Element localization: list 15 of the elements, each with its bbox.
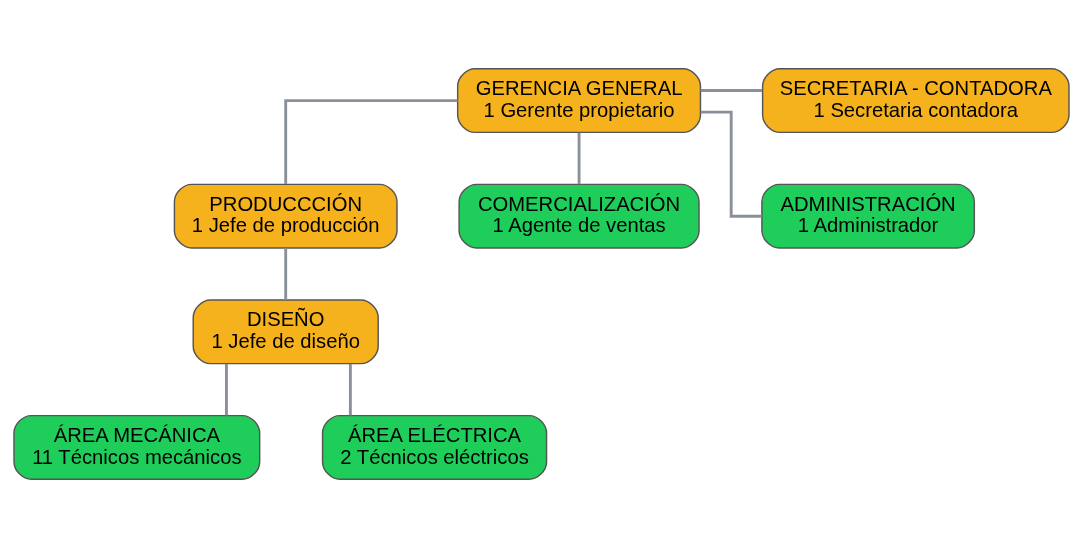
node-box: PRODUCCCIÓN 1 Jefe de producción [173,183,398,249]
connector [284,247,288,300]
node-box: ADMINISTRACIÓN 1 Administrador [761,183,976,249]
node-box: GERENCIA GENERAL 1 Gerente propietario [456,67,702,133]
node-box: DISEÑO 1 Jefe de diseño [192,298,379,364]
node-box: COMERCIALIZACIÓN 1 Agente de ventas [458,183,700,249]
connector [700,110,762,218]
connector [348,363,352,415]
connector [577,132,581,184]
node-box: ÁREA MECÁNICA 11 Técnicos mecánicos [13,414,261,480]
connector [284,98,458,184]
node-box: ÁREA ELÉCTRICA 2 Técnicos eléctricos [321,414,548,480]
node-box: SECRETARIA - CONTADORA 1 Secretaria contadora [761,67,1070,133]
connector [700,88,763,92]
connector [225,363,228,415]
